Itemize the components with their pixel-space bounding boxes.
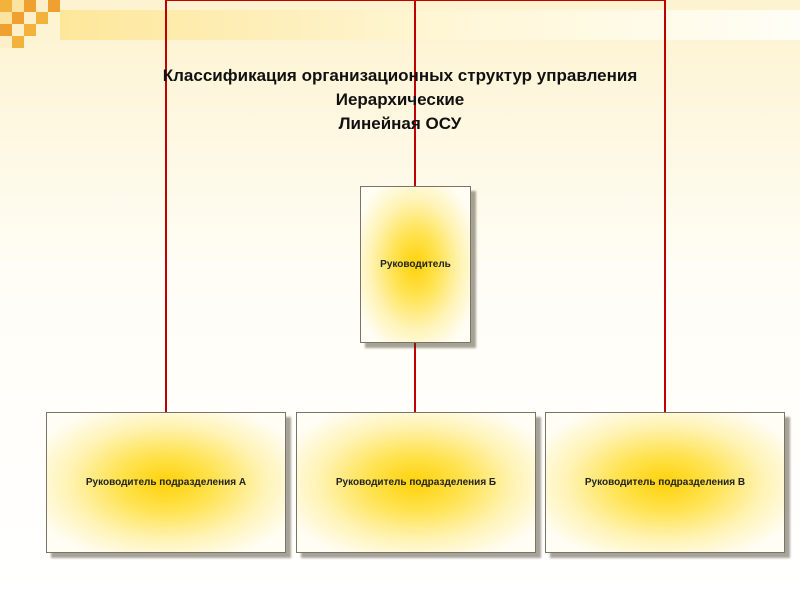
box-division-c: Руководитель подразделения В	[545, 412, 785, 553]
title-line-2: Иерархические	[335, 90, 465, 109]
title-line-1: Классификация организационных структур у…	[162, 66, 638, 85]
box-division-b-label: Руководитель подразделения Б	[335, 477, 497, 488]
page-title: Классификация организационных структур у…	[0, 64, 800, 136]
connector-root-to-c	[415, 0, 666, 412]
box-division-a-label: Руководитель подразделения А	[85, 477, 247, 488]
title-line-3: Линейная ОСУ	[338, 114, 462, 133]
box-division-c-label: Руководитель подразделения В	[584, 477, 746, 488]
box-manager: Руководитель	[360, 186, 471, 343]
header-band	[60, 10, 800, 40]
connector-root-to-a	[165, 0, 415, 412]
box-division-b: Руководитель подразделения Б	[296, 412, 536, 553]
box-manager-label: Руководитель	[380, 259, 451, 270]
corner-mosaic	[0, 0, 60, 48]
box-division-a: Руководитель подразделения А	[46, 412, 286, 553]
